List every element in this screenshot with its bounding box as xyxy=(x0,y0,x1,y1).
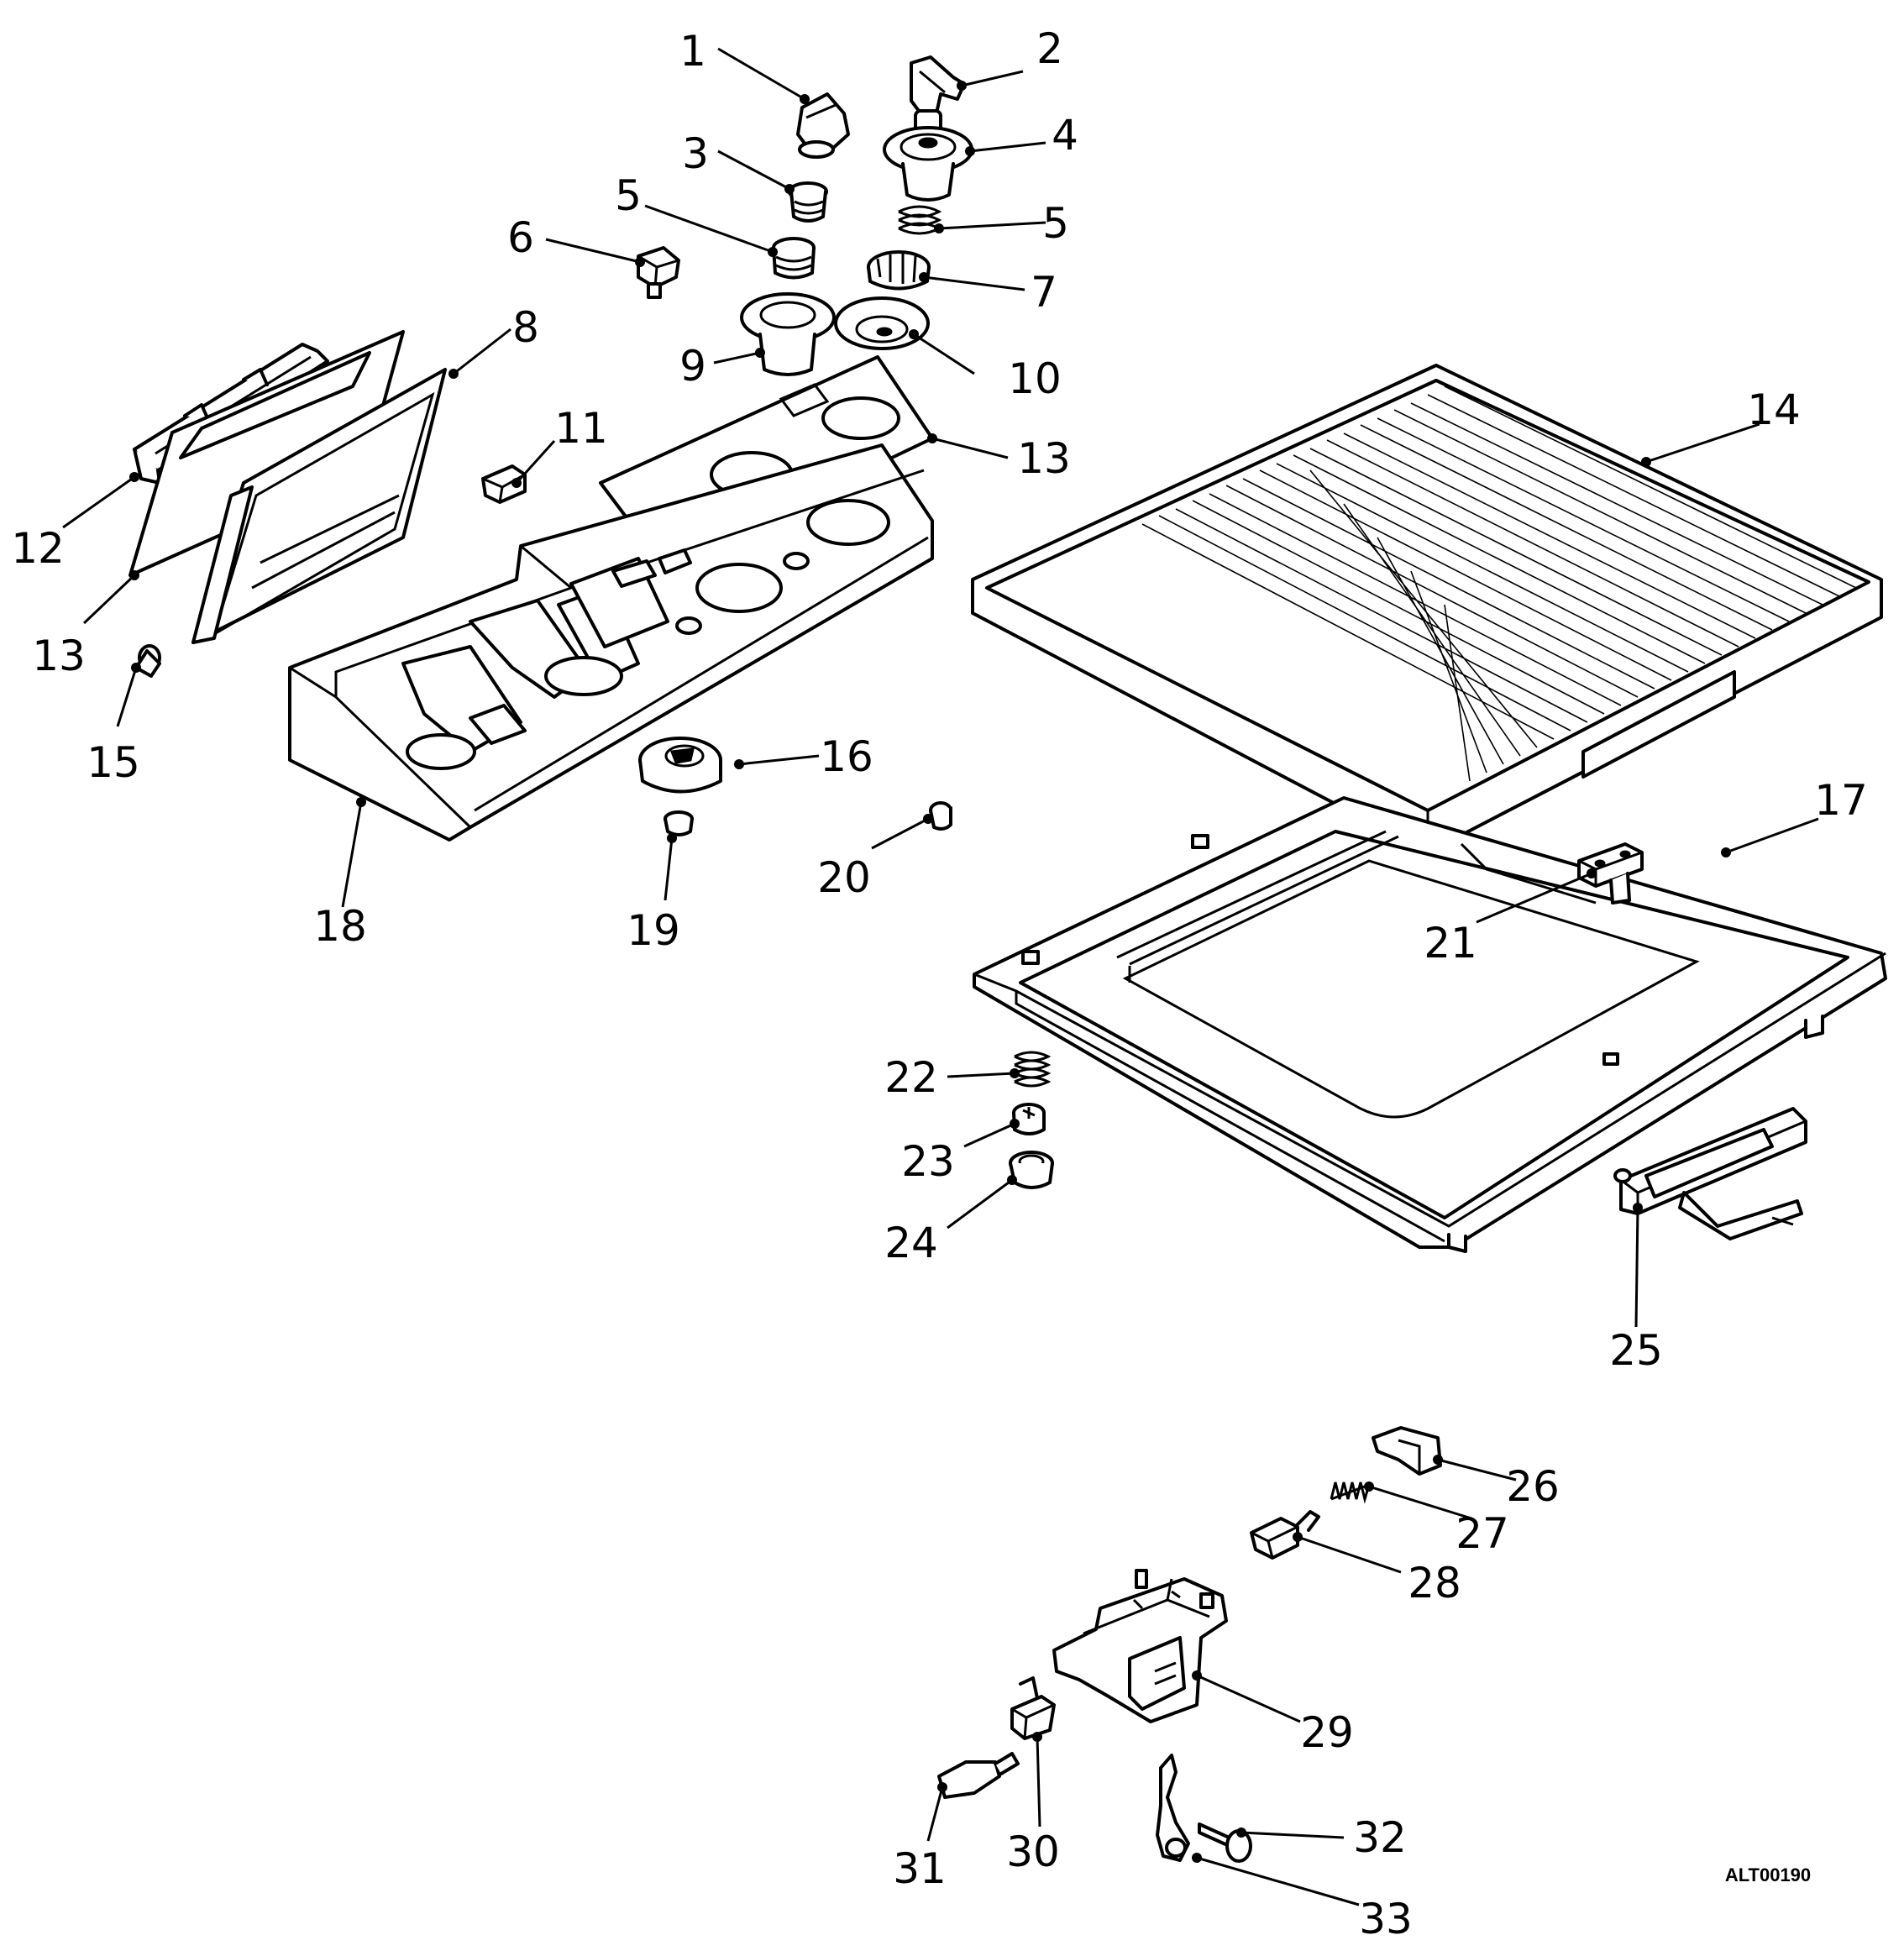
part-cap-19 xyxy=(664,810,694,836)
part-bezel-4 xyxy=(883,126,973,202)
part-screw-15 xyxy=(134,644,161,678)
part-knob-2 xyxy=(910,55,966,139)
part-plug-20 xyxy=(929,801,952,831)
callout-28: 28 xyxy=(1408,1559,1461,1607)
callout-8: 8 xyxy=(512,303,539,352)
callout-4: 4 xyxy=(1052,111,1078,160)
part-block-6 xyxy=(637,246,680,299)
part-disc-16 xyxy=(638,737,722,794)
part-spring-22 xyxy=(1014,1051,1052,1088)
part-bezel-9 xyxy=(740,292,836,376)
part-spring-5a xyxy=(772,237,816,280)
part-switch-housing-29 xyxy=(1052,1569,1228,1723)
leader-lines xyxy=(62,47,1819,1906)
callout-12: 12 xyxy=(11,524,65,573)
part-bezel-10 xyxy=(834,296,930,350)
part-nut-23 xyxy=(1012,1103,1046,1135)
callout-26: 26 xyxy=(1506,1462,1560,1511)
callout-10: 10 xyxy=(1008,354,1062,403)
callout-17: 17 xyxy=(1814,776,1868,825)
callout-16: 16 xyxy=(820,732,873,781)
callout-18: 18 xyxy=(313,902,367,951)
callout-25: 25 xyxy=(1609,1326,1663,1375)
callout-labels: 1 2 3 4 5 5 6 7 8 9 10 11 12 13 13 14 15… xyxy=(11,24,1868,1943)
part-plunger-28 xyxy=(1250,1510,1320,1560)
part-cap-26 xyxy=(1372,1426,1442,1476)
part-grommet-24 xyxy=(1009,1151,1054,1189)
callout-2: 2 xyxy=(1036,24,1063,73)
callout-24: 24 xyxy=(884,1219,938,1267)
callout-20: 20 xyxy=(817,853,871,902)
part-clip-11 xyxy=(481,464,527,504)
callout-19: 19 xyxy=(627,906,680,955)
callout-27: 27 xyxy=(1456,1509,1509,1558)
callout-13b: 13 xyxy=(32,632,86,680)
part-terminal-30 xyxy=(1010,1676,1056,1740)
callout-15: 15 xyxy=(87,738,140,787)
callout-5b: 5 xyxy=(1042,199,1069,248)
callout-6: 6 xyxy=(507,213,534,262)
callout-5a: 5 xyxy=(615,171,642,220)
part-console-18 xyxy=(288,443,934,842)
callout-33: 33 xyxy=(1359,1895,1413,1943)
part-lens-13a xyxy=(129,330,405,577)
part-spring-5b xyxy=(898,205,942,235)
callout-11: 11 xyxy=(554,404,608,453)
callout-31: 31 xyxy=(893,1844,947,1893)
part-gear-7 xyxy=(867,250,931,291)
callout-32: 32 xyxy=(1353,1813,1407,1862)
callout-1: 1 xyxy=(679,27,706,76)
part-bushing-3 xyxy=(788,181,828,223)
callout-9: 9 xyxy=(679,342,706,391)
callout-22: 22 xyxy=(884,1053,938,1102)
callout-29: 29 xyxy=(1300,1708,1354,1757)
callout-30: 30 xyxy=(1006,1828,1060,1876)
part-lever-33 xyxy=(1156,1754,1190,1862)
callout-3: 3 xyxy=(682,129,709,178)
callout-7: 7 xyxy=(1031,268,1057,317)
callout-13a: 13 xyxy=(1017,434,1071,483)
part-knob-1 xyxy=(796,92,850,159)
callout-14: 14 xyxy=(1747,385,1801,434)
callout-23: 23 xyxy=(901,1137,955,1186)
part-spring-27 xyxy=(1330,1481,1371,1504)
part-connector-31 xyxy=(937,1752,1020,1799)
figure-reference-code: ALT00190 xyxy=(1725,1864,1811,1885)
callout-21: 21 xyxy=(1424,919,1477,968)
part-window-8 xyxy=(191,368,447,644)
part-lid-14 xyxy=(971,364,1883,855)
part-top-frame-17 xyxy=(973,796,1887,1253)
